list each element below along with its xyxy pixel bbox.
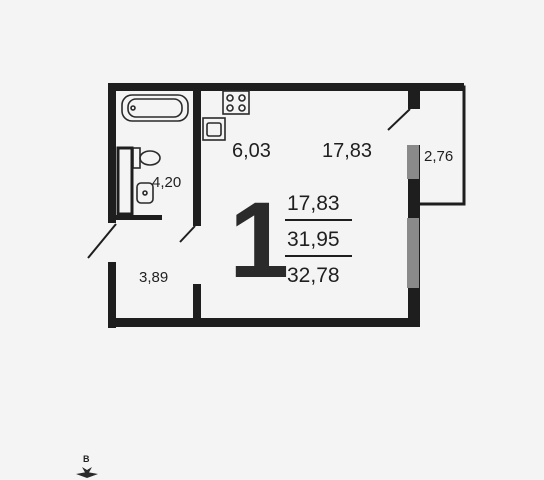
window [407, 145, 419, 288]
summary-divider-1 [285, 219, 352, 221]
stove-icon [222, 90, 250, 115]
washbasin-icon [136, 182, 154, 204]
summary-total-area: 31,95 [287, 228, 340, 251]
living-room-area: 17,83 [322, 140, 373, 162]
summary-total-with-balcony: 32,78 [287, 264, 340, 287]
hallway-area: 3,89 [139, 269, 169, 286]
toilet-icon [132, 147, 161, 169]
window-segment-upper [407, 145, 419, 179]
kitchen-sink-icon [202, 117, 226, 141]
summary-living-area: 17,83 [287, 192, 340, 215]
compass-icon [76, 467, 98, 478]
door-balcony [387, 108, 411, 131]
wall-interior-hall [193, 284, 201, 322]
balcony-outline [420, 85, 466, 206]
wall-bottom [108, 318, 420, 327]
window-segment-lower [407, 218, 419, 288]
wall-bath-bottom [116, 215, 162, 220]
doors [87, 108, 411, 259]
kitchen-area: 6,03 [232, 140, 271, 162]
bathtub-icon [121, 94, 189, 122]
wall-top [108, 83, 464, 91]
balcony-area: 2,76 [424, 148, 454, 165]
wall-left-upper [108, 83, 116, 223]
door-hallway [179, 225, 196, 243]
room-count: 1 [229, 179, 290, 300]
wall-right-top [408, 83, 420, 109]
door-entrance [87, 223, 117, 259]
wall-interior-bath [193, 83, 201, 226]
compass-label: В [83, 454, 90, 464]
wall-left-lower [108, 262, 116, 328]
summary-divider-2 [285, 255, 352, 257]
vent-block [116, 146, 134, 216]
bathroom-area: 4,20 [152, 174, 182, 191]
